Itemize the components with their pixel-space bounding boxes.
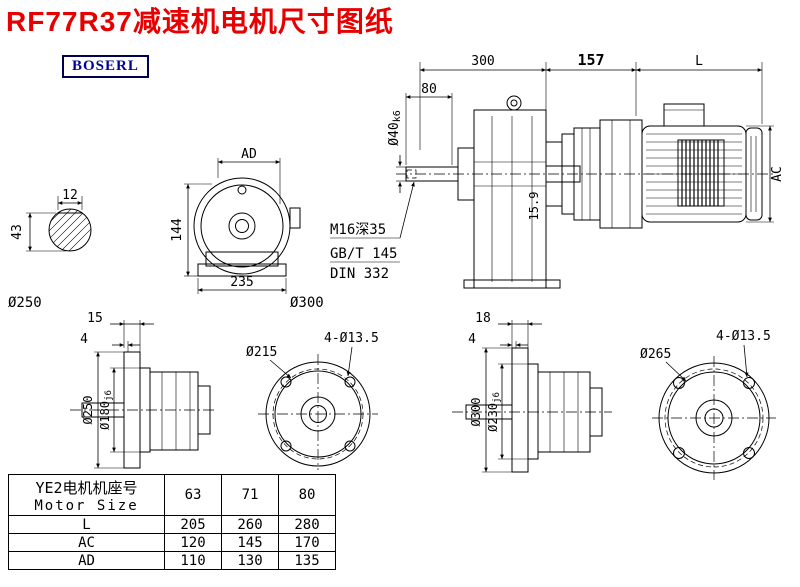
- page-title: RF77R37减速机电机尺寸图纸: [6, 6, 394, 37]
- motor-size-table: YE2电机机座号 Motor Size 63 71 80 L 205 260 2…: [8, 474, 336, 570]
- table-header-en: Motor Size: [34, 497, 139, 514]
- dim-od-250: Ø250: [81, 396, 95, 425]
- cell-value: 110: [164, 551, 222, 570]
- table-row-AD: AD 110 130 135: [8, 551, 336, 570]
- cell-value: 135: [278, 551, 336, 570]
- dim-holes-small: 4-Ø13.5: [324, 331, 379, 346]
- dim-shaft-height: 43: [10, 224, 25, 240]
- table-header-cn: YE2电机机座号: [35, 478, 138, 497]
- dim-od-300: Ø300: [469, 398, 483, 427]
- tap-hole: [406, 169, 417, 179]
- motor-nameplate: [677, 139, 725, 207]
- dim-bolt-circle-215: Ø215: [246, 345, 277, 360]
- hatch-pattern: [49, 209, 91, 251]
- row-label: AD: [8, 551, 165, 570]
- table-size-63: 63: [164, 474, 222, 516]
- dim-80: 80: [421, 82, 437, 97]
- nameplate-ribs: [681, 140, 719, 206]
- cell-value: 120: [164, 533, 222, 552]
- dim-4: 4: [80, 332, 88, 347]
- cell-value: 280: [278, 515, 336, 534]
- cell-value: 170: [278, 533, 336, 552]
- dim-bolt-circle-265: Ø265: [640, 347, 671, 362]
- output-flange-side-view-small: 15 4 Ø250 Ø180j6: [70, 311, 214, 469]
- dim-L: L: [695, 54, 703, 69]
- cell-value: 205: [164, 515, 222, 534]
- label-flange-300: Ø300: [290, 295, 324, 311]
- dim-key-width: 12: [62, 188, 78, 203]
- bolt-hole-icon: [344, 376, 356, 388]
- row-label: L: [8, 515, 165, 534]
- note-din: DIN 332: [330, 266, 389, 282]
- row-label: AC: [8, 533, 165, 552]
- table-row-AC: AC 120 145 170: [8, 533, 336, 552]
- cell-value: 130: [221, 551, 279, 570]
- table-size-71: 71: [221, 474, 279, 516]
- eyebolt-hole-icon: [237, 185, 247, 195]
- dim-holes-large: 4-Ø13.5: [716, 329, 771, 344]
- cell-value: 145: [221, 533, 279, 552]
- output-flange-face-view-small: Ø215 4-Ø13.5: [246, 331, 379, 470]
- dim-157: 157: [577, 51, 604, 69]
- bolt-hole-icon: [280, 376, 292, 388]
- dim-300: 300: [471, 54, 494, 69]
- bolt-hole-icon: [280, 440, 292, 452]
- dim-ad: AD: [241, 147, 257, 162]
- bolt-hole-icon: [344, 440, 356, 452]
- lifting-eye-icon: [506, 95, 522, 111]
- dim-4-large: 4: [468, 332, 476, 347]
- dim-144: 144: [170, 218, 185, 242]
- dim-15: 15: [87, 311, 103, 326]
- bolt-hole-icon: [743, 447, 755, 459]
- bolt-hole-icon: [743, 377, 755, 389]
- fan-cover: [745, 127, 763, 221]
- bolt-hole-icon: [673, 377, 685, 389]
- terminal-box: [663, 103, 705, 127]
- label-flange-250: Ø250: [8, 295, 42, 311]
- brand-logo: BOSERL: [62, 55, 149, 78]
- table-row-L: L 205 260 280: [8, 515, 336, 534]
- dim-spigot-230: Ø230j6: [486, 392, 502, 432]
- table-size-80: 80: [278, 474, 336, 516]
- dim-ac: AC: [770, 166, 785, 182]
- output-flange-side-view-large: 18 4 Ø300 Ø230j6: [452, 311, 612, 473]
- note-gbt: GB/T 145: [330, 246, 397, 262]
- assembly-side-view: 15.9: [330, 51, 785, 289]
- cell-value: 260: [221, 515, 279, 534]
- note-tap: M16深35: [330, 222, 386, 238]
- bolt-hole-icon: [673, 447, 685, 459]
- gearbox-front-view: AD 144 235: [170, 147, 301, 294]
- output-flange-face-view-large: Ø265 4-Ø13.5: [640, 329, 776, 480]
- dim-shaft-diameter: Ø40k6: [387, 110, 403, 146]
- shaft-section-view: 12 43: [10, 188, 92, 252]
- dim-spigot-180: Ø180j6: [98, 390, 114, 430]
- dim-159: 15.9: [527, 192, 541, 221]
- dim-235: 235: [230, 275, 253, 290]
- table-header-cell: YE2电机机座号 Motor Size: [8, 474, 165, 516]
- dim-18: 18: [475, 311, 491, 326]
